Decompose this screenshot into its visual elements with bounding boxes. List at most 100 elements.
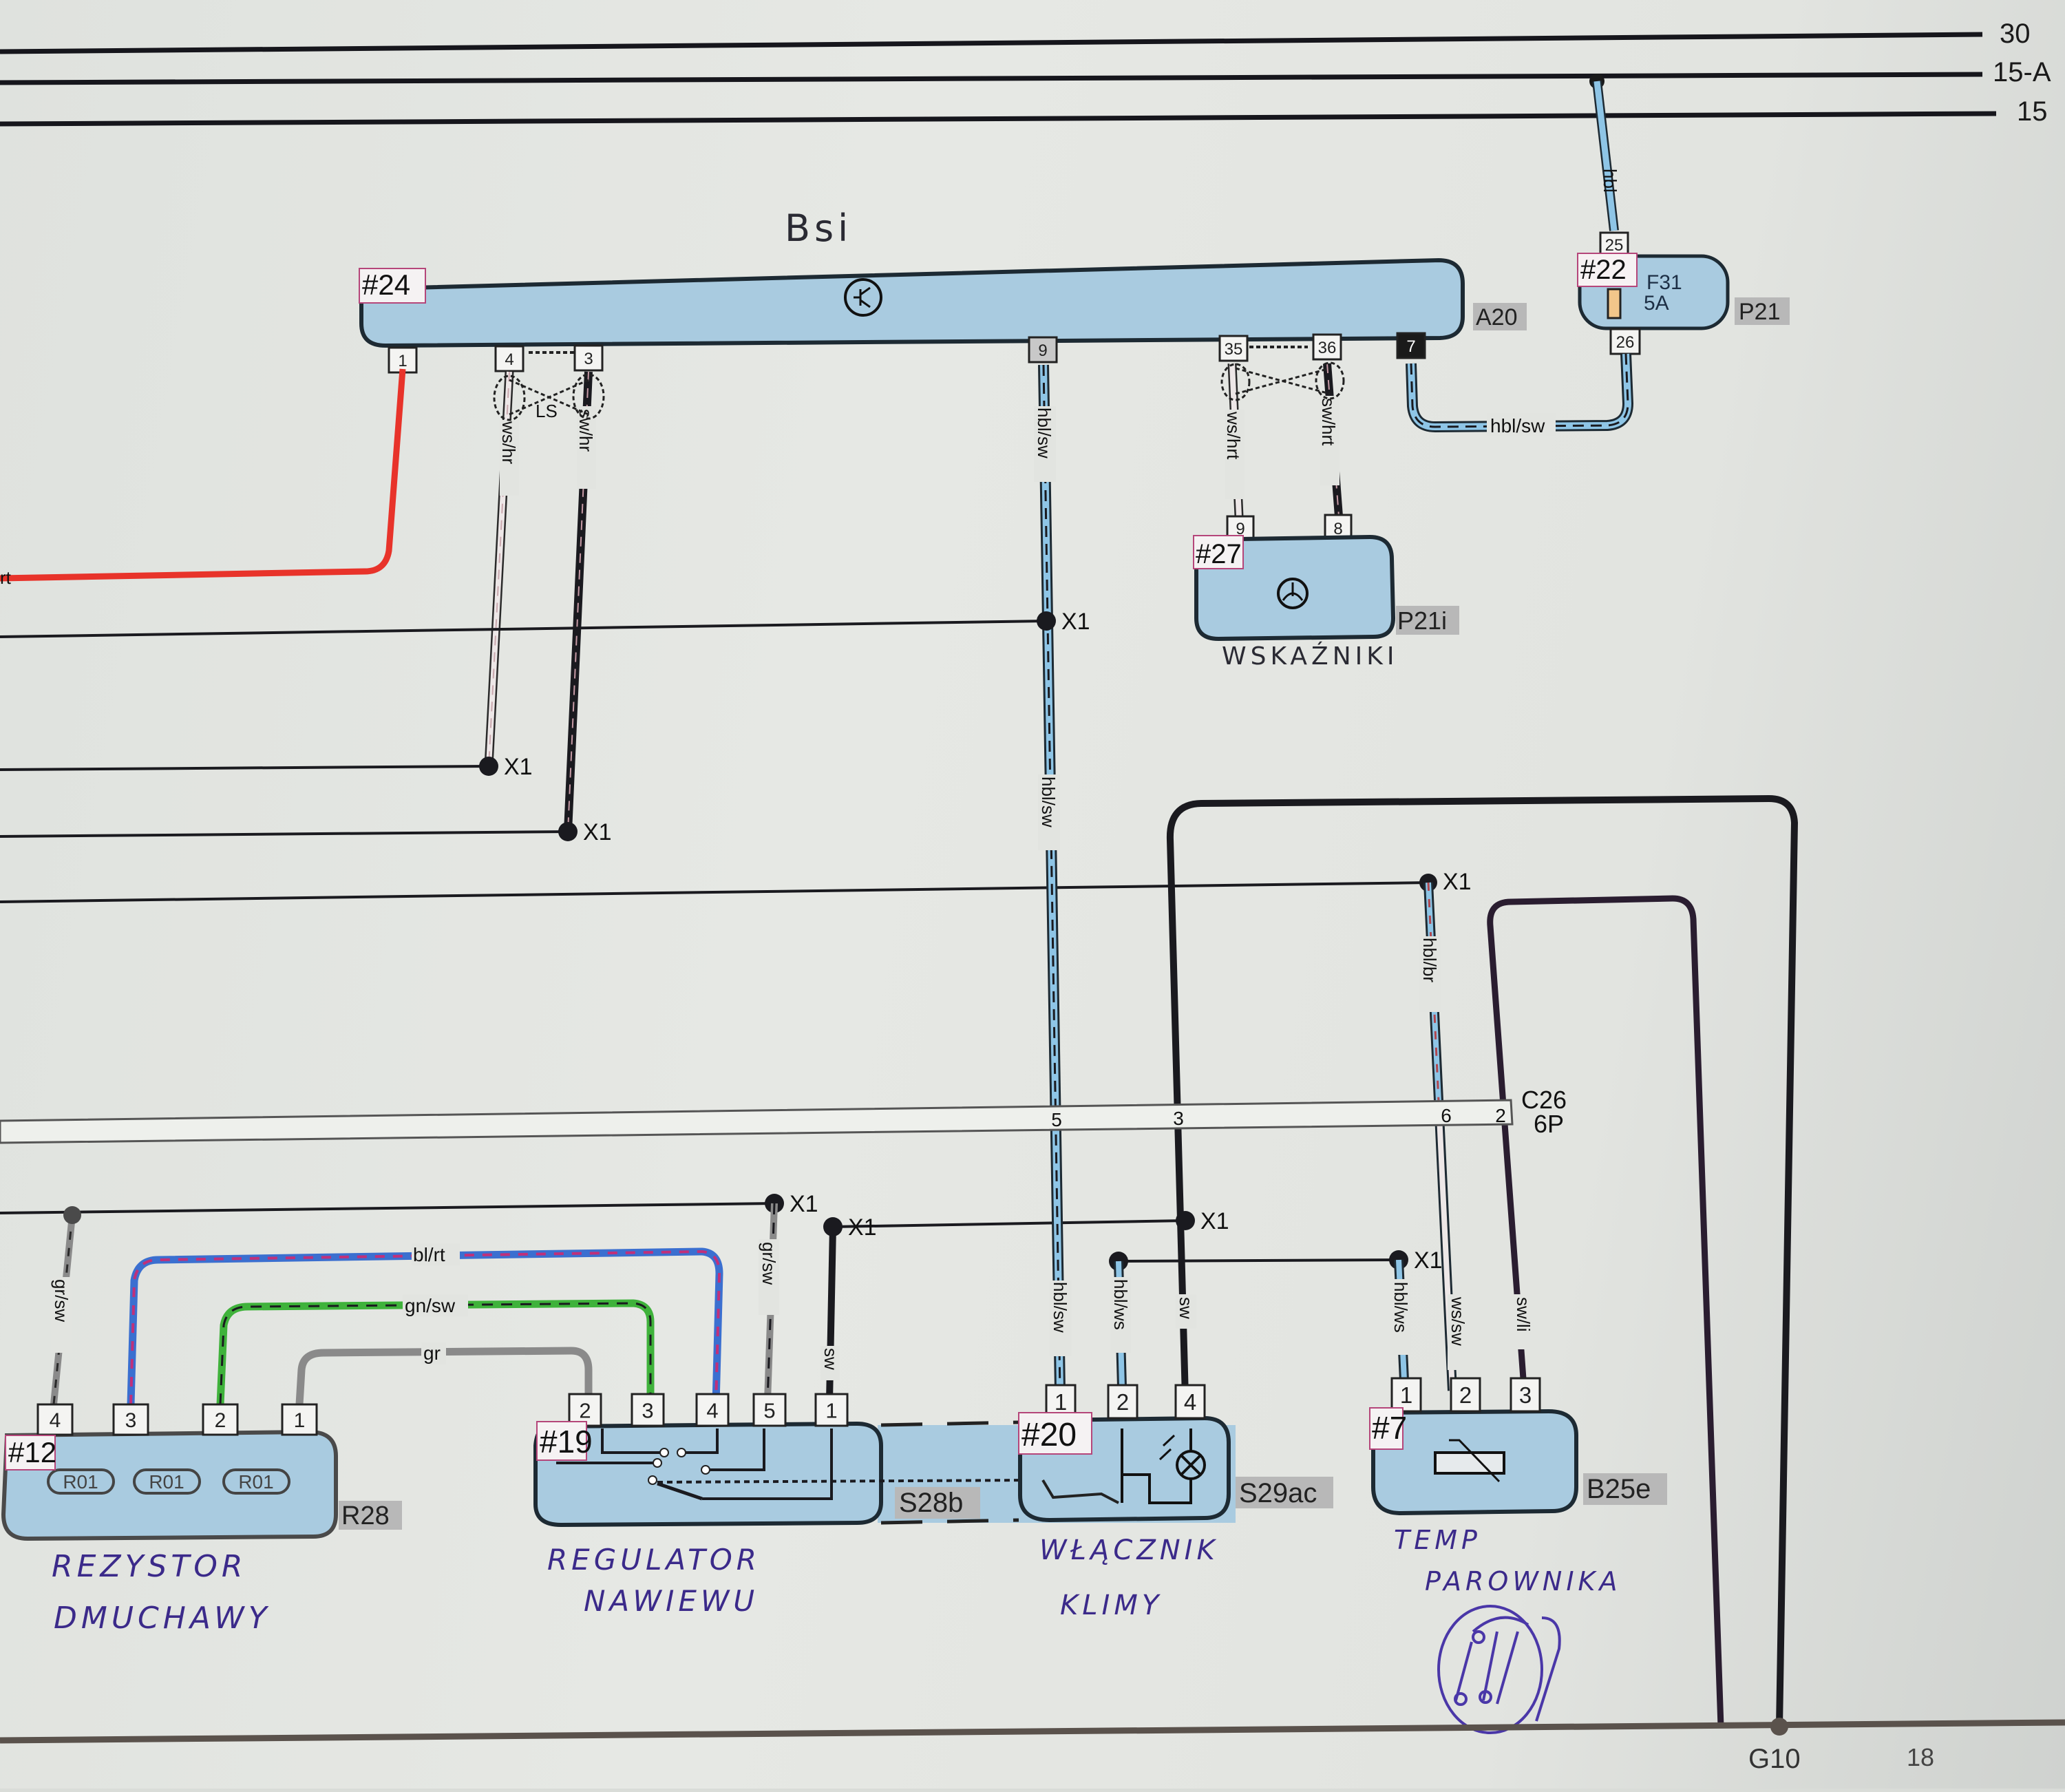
wire-label-res1: gr (423, 1342, 441, 1364)
svg-text:#22: #22 (1580, 255, 1627, 285)
wire-label-res2: gn/sw (405, 1295, 456, 1316)
wire-label-bsi7: hbl/sw (1490, 415, 1545, 436)
splice-label: X1 (1414, 1247, 1443, 1274)
rail-15-label: 15 (2017, 96, 2048, 127)
bsi-pin-36: 36 (1312, 333, 1342, 361)
bsi-code: A20 (1476, 304, 1518, 330)
pin-number: 5 (763, 1399, 775, 1423)
wire-bsi4: ws/hr (484, 371, 519, 767)
wire-label-sens1: hbl/ws (1390, 1282, 1411, 1333)
harness-lines (0, 620, 1429, 1263)
transistor-icon (844, 278, 882, 317)
rail-30-label: 30 (2000, 19, 2031, 49)
ac-switch-id-badge (1018, 1412, 1092, 1455)
cluster-id-badge (1193, 535, 1244, 569)
regulator-pin-5: 5 (752, 1393, 787, 1427)
pin-number: 4 (1184, 1389, 1196, 1415)
wire-ground-loop (1166, 794, 1799, 1727)
ground-node (1770, 1718, 1788, 1736)
pin-number: 1 (1400, 1382, 1412, 1408)
fuse-code: P21 (1739, 299, 1781, 325)
bsi-handwritten-label: Bsi (785, 207, 852, 250)
pin-number: 4 (706, 1399, 718, 1423)
ac-switch-pin-row: 1 2 4 (1045, 1384, 1206, 1420)
pin-number: 3 (1519, 1382, 1532, 1408)
connector-c26[interactable]: 5 3 6 2 C26 6P (0, 1086, 1567, 1144)
resistor-wires: gr/sw bl/rt gn/sw gr (50, 1206, 723, 1405)
svg-text:25: 25 (1605, 236, 1624, 255)
wire-bsi36: sw/hrt (1318, 363, 1343, 517)
gauge-icon (1277, 578, 1309, 609)
wire-label-reg5: gr/sw (759, 1242, 779, 1285)
svg-text:#12: #12 (8, 1436, 56, 1468)
pin-number: 1 (825, 1399, 837, 1423)
svg-text:#7: #7 (1372, 1410, 1407, 1446)
rotary-switch-icon (556, 1429, 1033, 1501)
pin-number: 35 (1225, 340, 1243, 359)
splice-dot (479, 757, 498, 776)
wire-bsi3: sw/hr (564, 371, 596, 832)
pin-number: 1 (398, 352, 407, 370)
resistor-element-label: R01 (149, 1471, 184, 1493)
wire-bsi35: ws/hrt (1223, 363, 1245, 517)
svg-text:8: 8 (1333, 520, 1342, 538)
wire-label-sens3: sw/li (1513, 1297, 1534, 1332)
wire-bsi1-red: rt (0, 368, 406, 588)
wire-label-bsi4: ws/hr (498, 421, 519, 464)
wire-label-bsi3: sw/hr (575, 409, 596, 452)
resistor-id-badge (5, 1435, 56, 1471)
ac-switch-handwritten-2: KLIMY (1060, 1590, 1163, 1621)
svg-text:#24: #24 (362, 268, 410, 301)
wire-label-res4: gr/sw (51, 1279, 72, 1322)
bsi-pin-7: 7 (1396, 332, 1426, 359)
pin-number: 3 (125, 1409, 137, 1432)
pin-number: 9 (1038, 341, 1047, 360)
pin-number: 7 (1406, 337, 1415, 356)
twisted-pair-shield-ls: LS (493, 373, 605, 421)
shield-label: LS (536, 401, 558, 421)
resistor-element-icon (133, 1468, 201, 1495)
svg-text:#27: #27 (1196, 539, 1242, 569)
wire-label-bsi1: rt (0, 567, 12, 588)
splice-label: X1 (1443, 869, 1472, 895)
wire-label-bsi35: ws/hrt (1223, 411, 1244, 460)
svg-text:5: 5 (1051, 1109, 1062, 1130)
pin-number: 3 (584, 350, 593, 368)
connector-code: C26 (1521, 1086, 1567, 1114)
bsi-pin-row: 1 4 3 9 35 36 7 (388, 332, 1426, 374)
ac-switch-pin-4: 4 (1174, 1384, 1206, 1420)
resistor-element-label: R01 (238, 1471, 273, 1493)
fuse-module[interactable]: 25 #22 F31 5A P21 26 (1577, 231, 1790, 355)
cluster-module[interactable]: 9 8 #27 P21i WSKAŹNIKI (1193, 514, 1459, 671)
fuse-rating: 5A (1644, 292, 1669, 315)
regulator-code: S28b (899, 1488, 963, 1518)
page-ref: 18 (1907, 1743, 1934, 1771)
bsi-module[interactable]: Bsi #24 A20 1 4 3 9 35 36 7 (359, 207, 1527, 374)
sensor-id-badge (1369, 1407, 1404, 1450)
pin-number: 1 (294, 1409, 306, 1432)
splice-label: X1 (848, 1214, 877, 1241)
pin-number: 2 (579, 1399, 591, 1423)
resistor-pin-3: 3 (112, 1403, 149, 1436)
bsi-pin-4: 4 (494, 345, 525, 372)
pin-number: 2 (1116, 1389, 1129, 1415)
wire-label-bsi9-bottom: hbl/sw (1038, 777, 1059, 828)
wire-bsi7-fuse26: hbl/sw (1406, 353, 1634, 436)
pin-number: 1 (1055, 1389, 1067, 1415)
rail-15a-label: 15-A (1993, 57, 2051, 87)
sensor-code: B25e (1587, 1474, 1651, 1504)
wire-label-sw1: hbl/sw (1050, 1282, 1070, 1333)
ac-switch-handwritten-1: WŁĄCZNIK (1039, 1535, 1219, 1566)
wire-label-sens2: ws/sw (1448, 1296, 1468, 1346)
resistor-element-label: R01 (63, 1471, 98, 1493)
power-rails: 30 15-A 15 (0, 19, 2051, 127)
svg-text:#20: #20 (1021, 1417, 1077, 1453)
regulator-pin-1: 1 (814, 1393, 849, 1427)
bsi-id-badge (359, 268, 426, 304)
